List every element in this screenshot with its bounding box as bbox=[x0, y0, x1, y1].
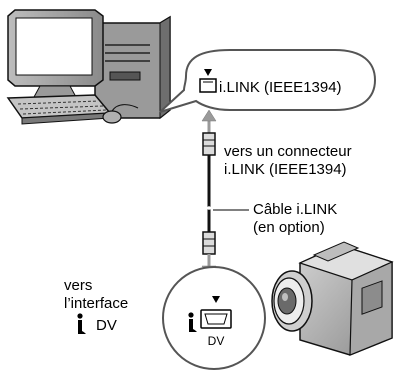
computer-port-label: i.LINK (IEEE1394) bbox=[219, 79, 342, 96]
connector-annotation: vers un connecteur i.LINK (IEEE1394) bbox=[224, 143, 352, 178]
ilink-port-icon bbox=[199, 78, 217, 93]
dv-port-icon bbox=[200, 309, 232, 329]
ilink-logo-icon bbox=[188, 312, 197, 332]
camera-port-label: DV bbox=[208, 334, 225, 348]
camera-interface-annotation-line2: l’interface bbox=[64, 295, 128, 312]
arrow-down-icon bbox=[212, 296, 220, 303]
camcorder-illustration bbox=[271, 241, 394, 356]
arrow-down-icon bbox=[204, 69, 212, 76]
ilink-cable bbox=[201, 109, 217, 278]
camera-interface-annotation-line3: DV bbox=[96, 317, 117, 334]
connector-annotation-line1: vers un connecteur bbox=[224, 143, 352, 160]
computer-port-callout bbox=[159, 49, 377, 113]
cable-annotation-line1: Câble i.LINK bbox=[253, 201, 337, 218]
camera-interface-annotation: vers l’interface DV bbox=[64, 277, 128, 334]
connector-annotation-line2: i.LINK (IEEE1394) bbox=[224, 161, 347, 178]
ilink-logo-icon bbox=[77, 313, 86, 334]
cable-annotation: Câble i.LINK (en option) bbox=[253, 201, 337, 236]
cable-annotation-line2: (en option) bbox=[253, 219, 325, 236]
camera-interface-annotation-line1: vers bbox=[64, 277, 92, 294]
computer-illustration bbox=[6, 9, 171, 125]
